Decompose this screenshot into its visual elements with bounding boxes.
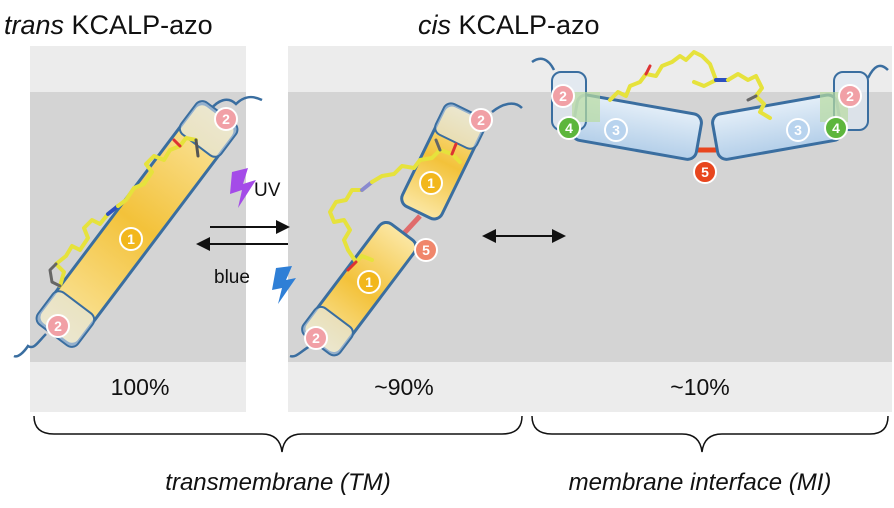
reverse-arrowhead — [196, 237, 210, 251]
cis-title: cis KCALP-azo — [418, 10, 600, 40]
tm-bracket-label: transmembrane (TM) — [165, 469, 390, 496]
mi-left-terminus — [531, 57, 556, 71]
mi-helix-group: 2 2 4 4 3 3 5 — [531, 50, 889, 184]
marker-2-mi-left — [551, 84, 575, 108]
marker-2-trans-bottom — [46, 314, 70, 338]
marker-4-mi-left — [557, 116, 581, 140]
mi-left-green-segment — [572, 92, 600, 122]
equilibrium-arrow — [482, 229, 566, 243]
marker-2-cis-tm-bottom — [304, 326, 328, 350]
marker-1-cis-upper — [419, 171, 443, 195]
mi-bracket-label: membrane interface (MI) — [569, 469, 832, 496]
marker-4-mi-right — [824, 116, 848, 140]
uv-label: UV — [254, 180, 281, 201]
marker-4-mi-right-label: 4 — [832, 120, 840, 136]
trans-c-terminus — [13, 333, 47, 358]
marker-4-mi-left-label: 4 — [565, 120, 573, 136]
trans-azobenzene — [48, 136, 200, 288]
photoswitch: UV blue — [196, 168, 296, 304]
marker-2-mi-left-label: 2 — [559, 88, 567, 104]
population-cis-tm: ~90% — [374, 374, 433, 400]
population-trans: 100% — [111, 374, 170, 400]
marker-1-cis-lower — [357, 270, 381, 294]
marker-2-trans-bottom-label: 2 — [54, 318, 62, 334]
marker-2-cis-tm-top — [469, 108, 493, 132]
marker-1-cis-upper-label: 1 — [427, 175, 435, 191]
tm-bracket — [33, 415, 523, 453]
cis-tm-c-terminus — [289, 344, 311, 358]
marker-1-cis-lower-label: 1 — [365, 274, 373, 290]
marker-5-mi — [693, 160, 717, 184]
marker-3-mi-right — [786, 118, 810, 142]
uv-lightning-icon — [230, 168, 256, 208]
marker-2-trans-top — [214, 107, 238, 131]
population-cis-mi: ~10% — [670, 374, 729, 400]
marker-1-trans — [119, 227, 143, 251]
cis-tm-azobenzene — [328, 138, 462, 272]
marker-2-cis-tm-bottom-label: 2 — [312, 330, 320, 346]
trans-helix-group: 1 2 2 — [13, 95, 263, 358]
blue-label: blue — [214, 267, 250, 288]
mi-azobenzene — [608, 50, 772, 120]
marker-2-mi-right-label: 2 — [846, 88, 854, 104]
marker-2-mi-right — [838, 84, 862, 108]
cis-tm-helix-group: 1 1 2 2 5 — [289, 102, 523, 358]
marker-5-cis-tm-label: 5 — [422, 242, 430, 258]
marker-3-mi-left-label: 3 — [612, 122, 620, 138]
marker-2-trans-top-label: 2 — [222, 111, 230, 127]
cis-tm-n-terminus — [491, 102, 523, 113]
trans-title: trans KCALP-azo — [4, 10, 213, 40]
marker-5-mi-label: 5 — [701, 164, 709, 180]
trans-n-terminus — [209, 95, 263, 111]
marker-5-cis-tm — [414, 238, 438, 262]
mi-bracket — [531, 415, 889, 453]
forward-arrowhead — [276, 220, 290, 234]
marker-3-mi-left — [604, 118, 628, 142]
blue-lightning-icon — [272, 266, 296, 304]
mi-right-terminus — [866, 64, 889, 79]
marker-1-trans-label: 1 — [127, 231, 135, 247]
marker-3-mi-right-label: 3 — [794, 122, 802, 138]
marker-2-cis-tm-top-label: 2 — [477, 112, 485, 128]
